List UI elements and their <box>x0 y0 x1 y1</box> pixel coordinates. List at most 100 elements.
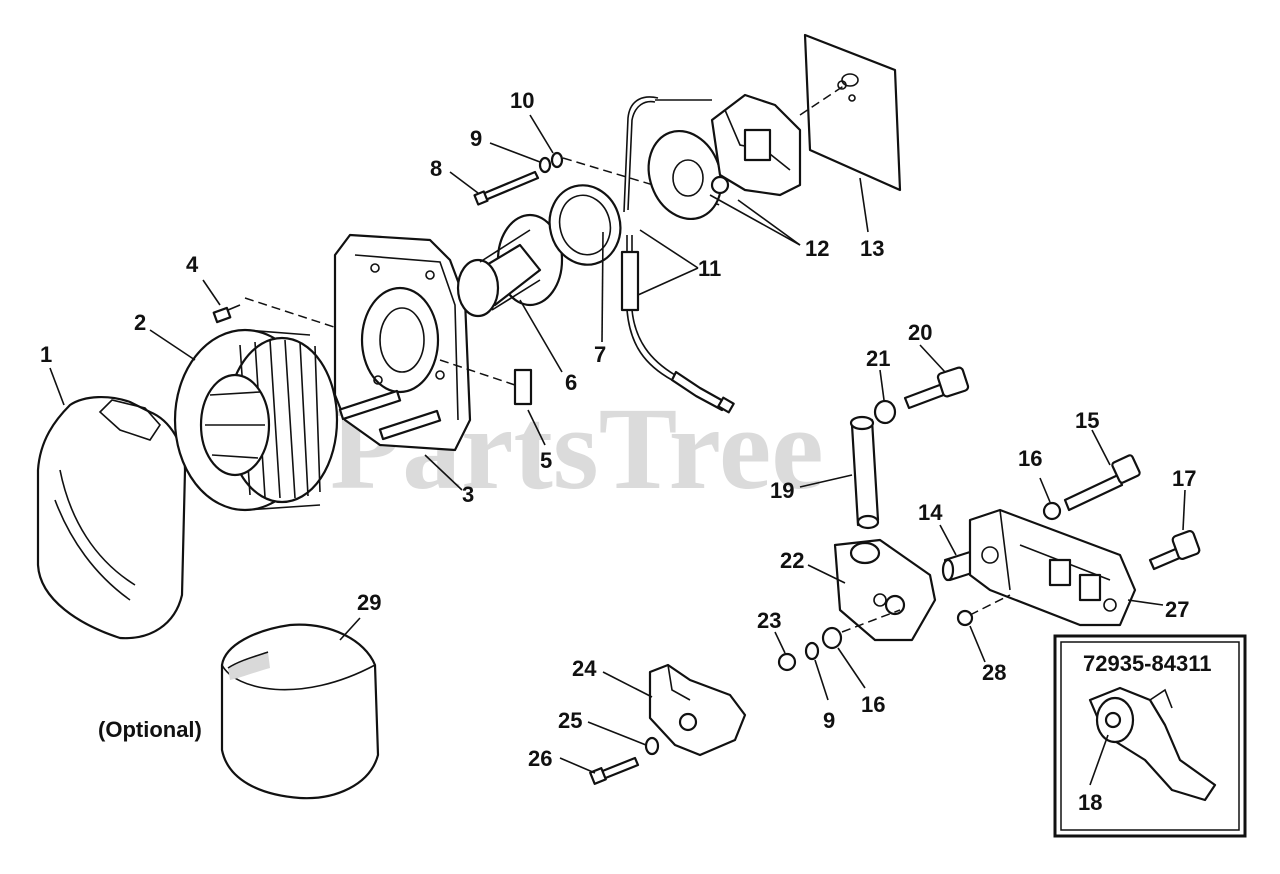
part-3-backplate[interactable] <box>333 233 472 452</box>
leader-16-upper <box>1039 477 1051 503</box>
leader-25 <box>587 721 647 746</box>
callout-18: 18 <box>1078 790 1102 815</box>
part-16-washer-upper[interactable] <box>1042 501 1062 521</box>
callout-11: 11 <box>698 256 721 281</box>
leader-9-upper <box>489 142 541 163</box>
leader-12b <box>737 199 801 246</box>
leader-12a <box>709 194 801 246</box>
part-19-shaft[interactable] <box>849 415 880 530</box>
callout-5: 5 <box>540 448 552 473</box>
callout-22: 22 <box>780 548 804 573</box>
callout-16-lower: 16 <box>861 692 885 717</box>
leader-20 <box>919 344 946 373</box>
callout-3: 3 <box>462 482 474 507</box>
leader-5 <box>527 409 546 446</box>
leader-26 <box>559 757 596 774</box>
callout-23: 23 <box>757 608 781 633</box>
part-8-bolt[interactable] <box>473 170 540 206</box>
leader-2 <box>149 329 196 361</box>
callout-1: 1 <box>40 342 52 367</box>
callout-6: 6 <box>565 370 577 395</box>
part-5-tag[interactable] <box>513 368 533 406</box>
leader-8 <box>449 171 479 194</box>
callout-24: 24 <box>572 656 597 681</box>
leader-15 <box>1091 429 1111 466</box>
callout-20: 20 <box>908 320 932 345</box>
leader-13 <box>859 177 869 233</box>
leader-19 <box>799 474 853 488</box>
part-23-nut[interactable] <box>777 652 797 672</box>
part-21-washer[interactable] <box>873 399 897 425</box>
axis-28 <box>969 594 1011 616</box>
axis-lower <box>841 609 901 633</box>
part-24-bracket[interactable] <box>648 663 747 757</box>
callout-13: 13 <box>860 236 884 261</box>
callout-26: 26 <box>528 746 552 771</box>
leader-18 <box>1089 734 1109 786</box>
part-26-bolt[interactable] <box>589 756 640 785</box>
leader-7 <box>601 231 604 343</box>
leader-14 <box>939 524 957 556</box>
part-28-nut[interactable] <box>956 609 974 627</box>
part-25-washer[interactable] <box>644 736 660 756</box>
part-11-fuel-line[interactable] <box>620 96 735 414</box>
leader-24 <box>602 671 653 698</box>
leader-21 <box>879 369 885 401</box>
callout-15: 15 <box>1075 408 1099 433</box>
part-18-lever[interactable] <box>1088 686 1217 802</box>
optional-label: (Optional) <box>98 717 202 742</box>
leader-4 <box>202 279 221 306</box>
part-1-cover[interactable] <box>36 395 187 640</box>
part-22-housing[interactable] <box>833 538 937 642</box>
part-17-screw[interactable] <box>1148 529 1201 571</box>
part-27-throttle-housing[interactable] <box>968 508 1137 627</box>
callout-27: 27 <box>1165 597 1189 622</box>
callout-21: 21 <box>866 346 890 371</box>
part-4-screw[interactable] <box>212 304 241 324</box>
callout-9-lower: 9 <box>823 708 835 733</box>
leader-10 <box>529 114 554 154</box>
part-20-bolt[interactable] <box>903 366 970 410</box>
part-9-washer-lower[interactable] <box>804 641 820 661</box>
part-10-washer[interactable] <box>550 151 564 169</box>
callout-4: 4 <box>186 252 199 277</box>
part-6-adapter[interactable] <box>456 213 564 318</box>
axis-13 <box>799 84 846 116</box>
leader-9-lower <box>814 659 829 701</box>
leader-23 <box>774 631 786 654</box>
part-12-carburetor[interactable] <box>637 93 802 229</box>
leader-28 <box>969 625 986 663</box>
callout-16-upper: 16 <box>1018 446 1042 471</box>
callout-29: 29 <box>357 590 381 615</box>
leader-27 <box>1127 599 1164 606</box>
leader-11a <box>639 229 699 269</box>
part-15-bolt[interactable] <box>1063 454 1141 512</box>
callout-25: 25 <box>558 708 582 733</box>
leader-17 <box>1182 489 1186 531</box>
callout-8: 8 <box>430 156 442 181</box>
axis-4 <box>244 297 421 356</box>
callout-14: 14 <box>918 500 943 525</box>
callout-9-upper: 9 <box>470 126 482 151</box>
callout-10: 10 <box>510 88 534 113</box>
part-2-filter[interactable] <box>173 328 339 512</box>
callout-19: 19 <box>770 478 794 503</box>
callout-17: 17 <box>1172 466 1196 491</box>
part-16-washer-lower[interactable] <box>821 626 843 650</box>
part-29-prefilter[interactable] <box>220 623 380 800</box>
leader-3 <box>424 454 463 491</box>
leader-29 <box>339 617 361 641</box>
part-13-plate[interactable] <box>803 33 902 192</box>
leader-22 <box>807 564 846 584</box>
callout-28: 28 <box>982 660 1006 685</box>
callout-7: 7 <box>594 342 606 367</box>
part-9-washer-upper[interactable] <box>538 156 552 174</box>
leader-6 <box>519 299 563 373</box>
callout-2: 2 <box>134 310 146 335</box>
leader-1 <box>49 367 65 406</box>
leader-16-lower <box>837 647 866 689</box>
inset-part-number: 72935-84311 <box>1083 651 1211 676</box>
callout-12: 12 <box>805 236 829 261</box>
leader-11b <box>637 267 699 296</box>
